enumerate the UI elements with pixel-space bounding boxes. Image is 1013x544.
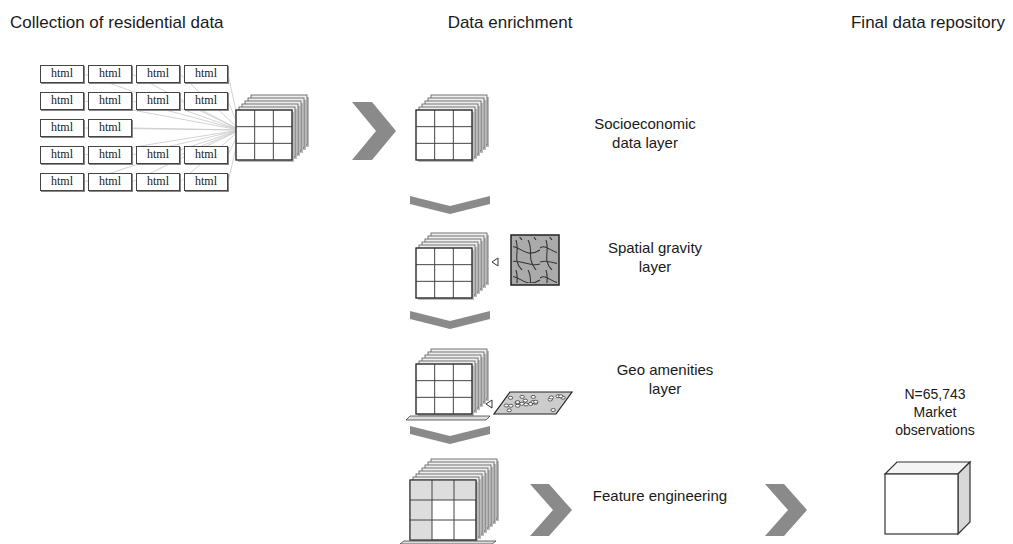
html-page: html [40,92,84,110]
page-label: html [51,147,73,161]
html-page: html [88,173,132,191]
html-page: html [184,65,228,83]
layer-label: N=65,743 Market observations [885,385,985,439]
html-page: html [40,146,84,164]
html-page: html [88,65,132,83]
page-label: html [99,120,121,134]
layer-label: Spatial gravity layer [595,238,715,276]
layer-label: Geo amenities layer [605,360,725,398]
column-heading: Final data repository [800,12,1005,33]
column-heading: Collection of residential data [10,12,310,33]
layer-label: Socioeconomic data layer [585,114,705,152]
page-label: html [147,93,169,107]
gather-lines [84,74,240,182]
page-label: html [147,147,169,161]
page-label: html [147,174,169,188]
page-label: html [99,93,121,107]
chevrons [352,102,807,536]
html-page: html [40,65,84,83]
amenities-plate [486,392,572,414]
html-page: html [40,119,84,137]
map-tile [492,235,559,285]
page-label: html [99,174,121,188]
html-page: html [40,173,84,191]
html-page: html [184,173,228,191]
page-label: html [51,66,73,80]
html-page: html [184,146,228,164]
page-label: html [51,93,73,107]
html-page: html [88,146,132,164]
page-label: html [195,147,217,161]
page-label: html [99,147,121,161]
page-label: html [147,66,169,80]
layer-label: Feature engineering [580,486,740,505]
column-heading: Data enrichment [410,12,610,33]
html-page: html [136,65,180,83]
page-label: html [195,66,217,80]
page-label: html [51,174,73,188]
page-label: html [99,66,121,80]
page-label: html [195,174,217,188]
repository-cube [885,462,970,534]
html-page: html [136,92,180,110]
html-page: html [136,146,180,164]
html-page: html [184,92,228,110]
html-page: html [136,173,180,191]
data-cubes [236,95,499,544]
html-page: html [88,92,132,110]
page-label: html [195,93,217,107]
html-page: html [88,119,132,137]
page-label: html [51,120,73,134]
